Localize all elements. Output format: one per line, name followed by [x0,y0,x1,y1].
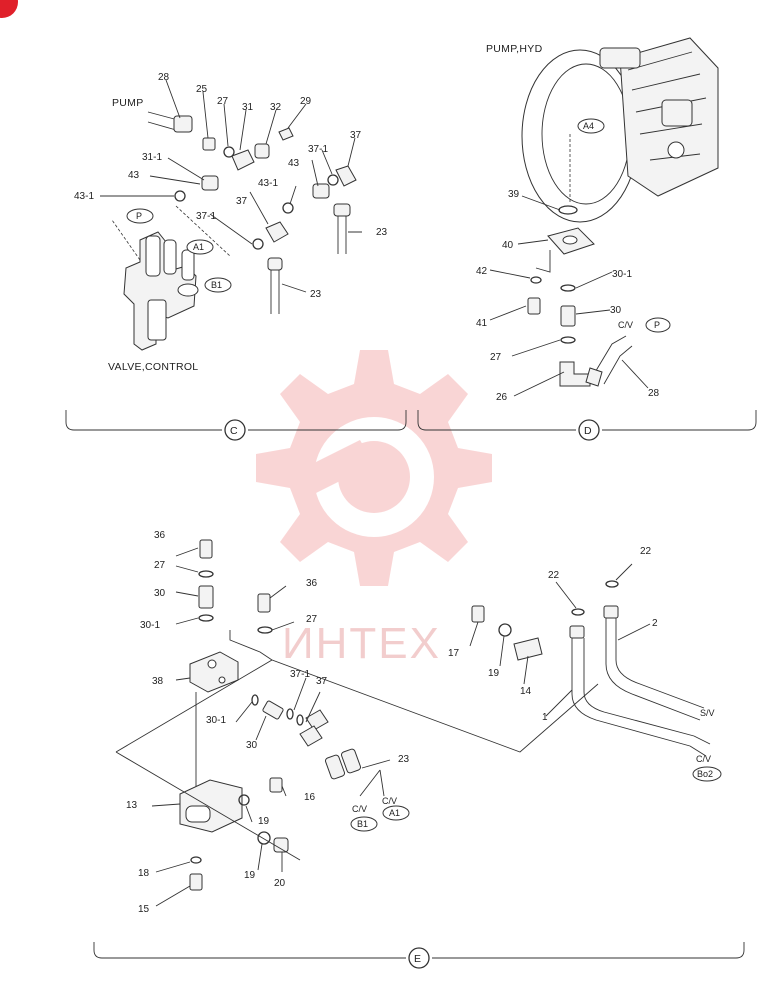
section-d: PUMP,HYD A4 39 40 42 30-1 [417,37,757,441]
callout-30-1-a: 30-1 [140,620,160,631]
sv-label: S/V [700,708,715,718]
corner-badge [0,0,18,18]
callout-26: 26 [496,392,508,403]
cv-label-e3: C/V [696,754,711,764]
callout-37-a: 37 [350,130,362,141]
tag-b1: B1 [211,280,222,290]
tag-p: P [136,211,142,221]
callout-19-a: 19 [488,668,500,679]
section-c-title: VALVE,CONTROL [108,361,198,373]
tag-a4: A4 [583,121,594,131]
callout-20: 20 [274,878,286,889]
section-e-letter: E [414,953,421,965]
callout-41: 41 [476,318,488,329]
section-d-title: PUMP,HYD [486,43,543,55]
callout-43-1-b: 43-1 [258,178,278,189]
section-c-letter: C [230,425,238,437]
callout-42: 42 [476,266,488,277]
callout-27-b: 27 [306,614,318,625]
watermark-text: ИНТЕХ [282,619,441,668]
callout-25: 25 [196,84,208,95]
hydraulic-pump-drawing [521,37,719,223]
callout-22-b: 22 [640,546,652,557]
callout-27-a: 27 [154,560,166,571]
callout-40: 40 [502,240,514,251]
callout-37-1-b: 37-1 [196,211,216,222]
callout-31-1: 31-1 [142,152,162,163]
callout-27: 27 [490,352,502,363]
callout-16: 16 [304,792,316,803]
callout-14: 14 [520,686,532,697]
callout-2: 2 [652,618,658,629]
callout-17: 17 [448,648,460,659]
section-c: 28 25 27 31 32 29 31-1 43 43-1 37-1 37 4… [65,72,407,441]
callout-36-b: 36 [306,578,318,589]
callout-32: 32 [270,102,282,113]
callout-31: 31 [242,102,254,113]
tag-bo2: Bo2 [697,769,713,779]
callout-30-a: 30 [154,588,166,599]
tag-p-d: P [654,320,660,330]
cv-label-d: C/V [618,320,633,330]
callout-30: 30 [610,305,622,316]
tag-b1-e: B1 [357,819,368,829]
callout-30-b: 30 [246,740,258,751]
cv-label-e2: C/V [382,796,397,806]
callout-13: 13 [126,800,138,811]
callout-23-b: 23 [310,289,322,300]
callout-28: 28 [158,72,170,83]
callout-43-a: 43 [128,170,140,181]
callout-18: 18 [138,868,150,879]
pump-label: PUMP [112,97,144,109]
callout-29: 29 [300,96,312,107]
callout-15: 15 [138,904,150,915]
callout-38: 38 [152,676,164,687]
cv-label-e1: C/V [352,804,367,814]
callout-23: 23 [398,754,410,765]
callout-43-b: 43 [288,158,300,169]
callout-39: 39 [508,189,520,200]
watermark-logo [256,350,492,586]
callout-37-1: 37-1 [290,669,310,680]
section-d-letter: D [584,425,592,437]
section-e: 36 27 30 30-1 36 27 38 37-1 37 30-1 30 2… [93,530,745,969]
callout-37-b: 37 [236,196,248,207]
callout-36-a: 36 [154,530,166,541]
callout-27: 27 [217,96,229,107]
callout-1: 1 [542,712,548,723]
callout-19-c: 19 [244,870,256,881]
callout-19-b: 19 [258,816,270,827]
callout-30-1: 30-1 [612,269,632,280]
callout-43-1-a: 43-1 [74,191,94,202]
callout-30-1-b: 30-1 [206,715,226,726]
control-valve-drawing [123,231,199,351]
callout-37-1-a: 37-1 [308,144,328,155]
callout-37: 37 [316,676,328,687]
callout-28: 28 [648,388,660,399]
callout-22-a: 22 [548,570,560,581]
tag-a1-e: A1 [389,808,400,818]
tag-a1: A1 [193,242,204,252]
callout-23-a: 23 [376,227,388,238]
